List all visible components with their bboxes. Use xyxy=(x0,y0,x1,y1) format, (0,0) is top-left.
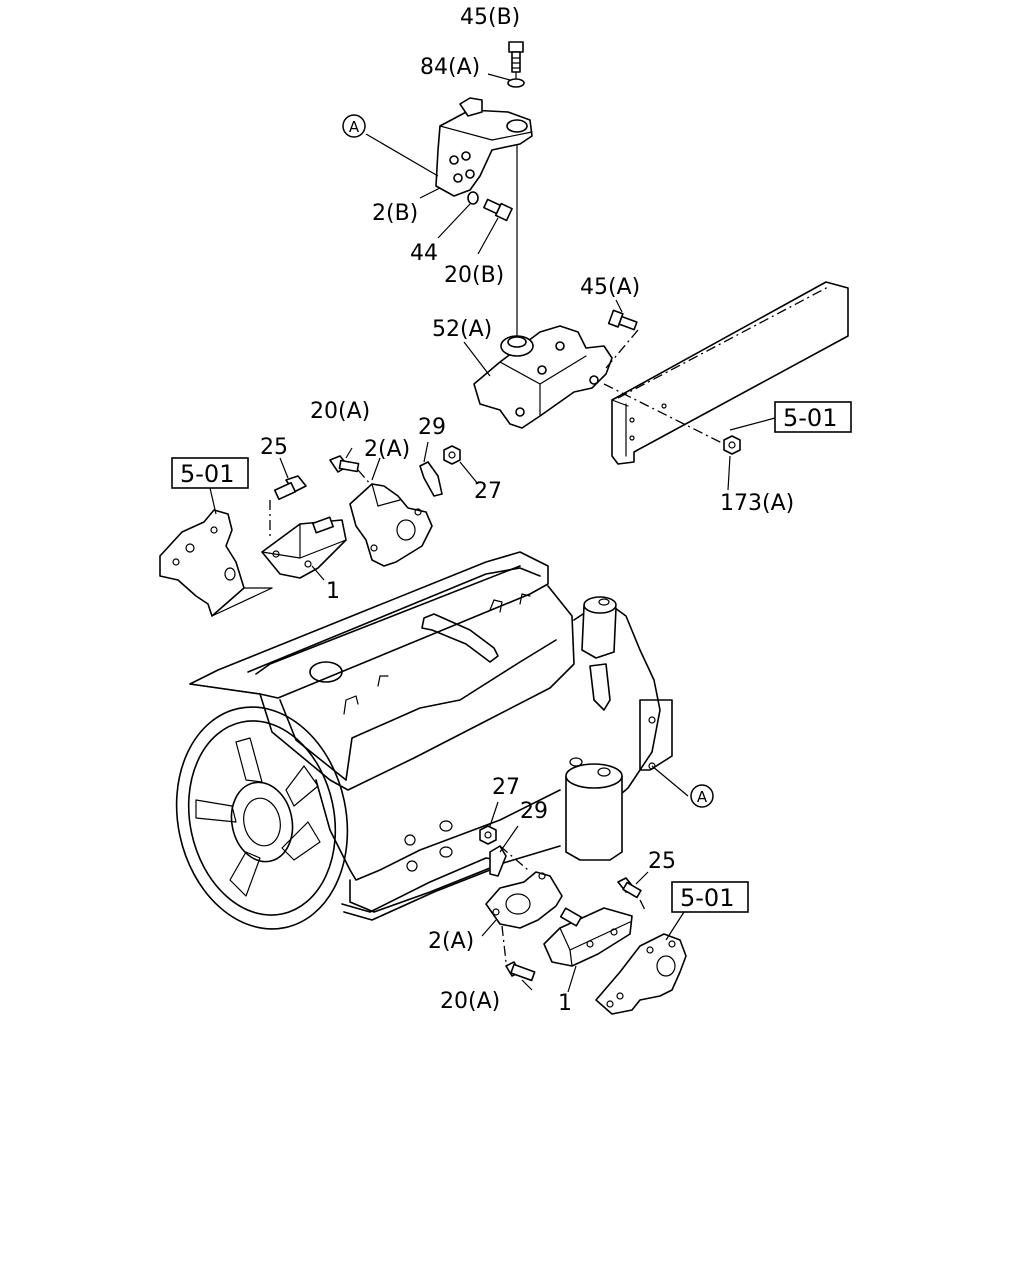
label-bracket-52a: 52(A) xyxy=(432,317,492,342)
connector-a-top-icon: A xyxy=(342,114,366,138)
label-bracket-2a-bottom: 2(A) xyxy=(428,929,474,954)
label-plate-29-top: 29 xyxy=(418,415,446,440)
label-cushion-1-top: 1 xyxy=(326,579,340,604)
washer-44-icon xyxy=(467,191,479,205)
label-bolt-20a-bottom: 20(A) xyxy=(440,989,500,1014)
engine-block xyxy=(189,551,673,921)
ref-frame-right-text: 5-01 xyxy=(783,404,837,432)
label-bolt-20b: 20(B) xyxy=(444,263,504,288)
label-bolt-45b: 45(B) xyxy=(460,5,520,30)
label-bolt-20a-top: 20(A) xyxy=(310,399,370,424)
cushion-1-bottom xyxy=(543,907,633,967)
connector-a-top-letter: A xyxy=(349,118,360,136)
label-bolt-25-top: 25 xyxy=(260,435,288,460)
upper-bracket-2b xyxy=(435,97,533,197)
bolt-20b-icon xyxy=(483,198,513,222)
label-bolt-45a: 45(A) xyxy=(580,275,640,300)
ref-box-frame-right: 5-01 xyxy=(774,401,852,433)
label-washer-44: 44 xyxy=(410,241,438,266)
ref-frame-left-text: 5-01 xyxy=(180,460,234,488)
leader-lines xyxy=(209,73,776,993)
label-washer-84a: 84(A) xyxy=(420,55,480,80)
ref-box-frame-bottom: 5-01 xyxy=(671,881,749,913)
bracket-2a-bottom xyxy=(485,871,563,929)
bolt-45a-icon xyxy=(607,309,638,331)
cooling-fan xyxy=(175,706,349,930)
bolt-20a-bottom-icon xyxy=(505,961,536,982)
cushion-1-top xyxy=(261,516,347,579)
left-frame-plate xyxy=(159,509,273,617)
nut-173a-icon xyxy=(723,435,741,455)
nut-27-top-icon xyxy=(443,445,461,465)
connector-a-engine-icon: A xyxy=(690,784,714,808)
lower-bracket-52a xyxy=(473,325,613,429)
bolt-20a-top-icon xyxy=(329,455,360,473)
label-bolt-25-bottom: 25 xyxy=(648,849,676,874)
label-nut-173a: 173(A) xyxy=(720,491,794,516)
nut-27-bottom-icon xyxy=(479,825,497,845)
plate-29-bottom xyxy=(489,845,507,877)
bolt-25-top-icon xyxy=(273,475,307,501)
frame-rail xyxy=(611,281,849,465)
label-nut-27-top: 27 xyxy=(474,479,502,504)
bolt-45b-icon xyxy=(508,41,524,73)
washer-84a-icon xyxy=(507,78,525,88)
label-plate-29-bottom: 29 xyxy=(520,799,548,824)
connector-a-engine-letter: A xyxy=(697,788,708,806)
bracket-2a-top xyxy=(349,483,433,567)
ref-frame-bottom-text: 5-01 xyxy=(680,884,734,912)
label-bracket-2a-top: 2(A) xyxy=(364,437,410,462)
label-nut-27-bottom: 27 xyxy=(492,775,520,800)
ref-box-frame-left: 5-01 xyxy=(171,457,249,489)
bottom-frame-plate xyxy=(595,933,687,1015)
label-cushion-1-bottom: 1 xyxy=(558,991,572,1016)
bolt-25-bottom-icon xyxy=(617,877,642,899)
plate-29-top xyxy=(419,461,443,497)
label-bracket-2b: 2(B) xyxy=(372,201,418,226)
